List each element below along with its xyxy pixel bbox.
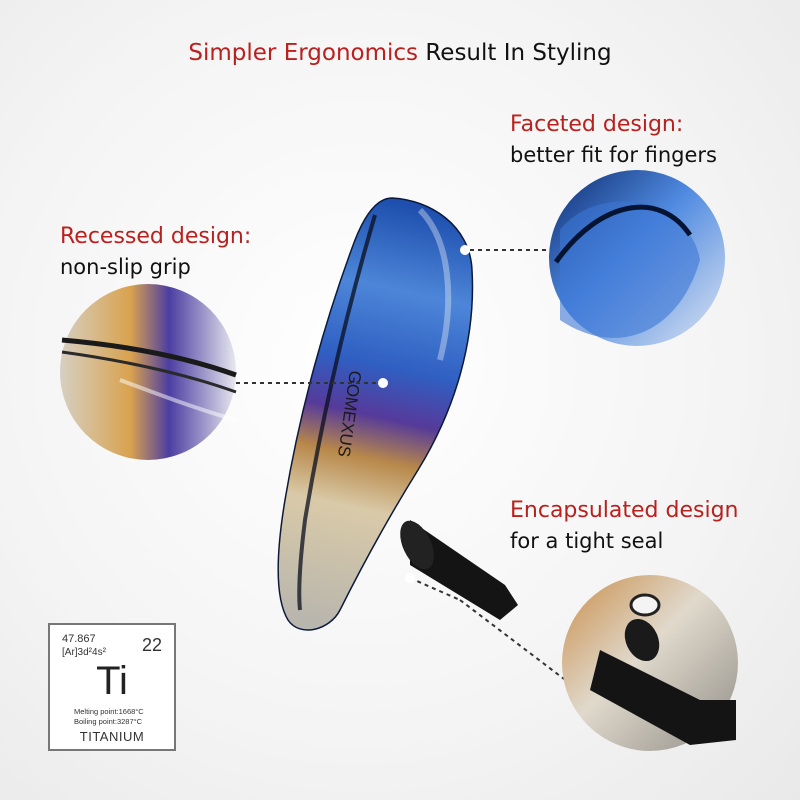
callout-recessed-sub: non-slip grip: [60, 255, 191, 279]
boiling-point: Boiling point:3287°C: [74, 717, 143, 726]
title-highlight: Simpler Ergonomics: [188, 40, 419, 66]
periodic-element-tile: 47.867 [Ar]3d²4s² 22 Ti Melting point:16…: [48, 623, 176, 751]
callout-faceted: Faceted design: better fit for fingers: [510, 110, 717, 170]
element-symbol: Ti: [96, 659, 128, 703]
callout-faceted-sub: better fit for fingers: [510, 143, 717, 167]
knob-body: [277, 197, 474, 631]
atomic-mass: 47.867: [62, 633, 96, 645]
detail-circle-faceted: [549, 170, 725, 346]
marker-dot-recessed: [378, 378, 388, 388]
detail-circle-encapsulated: [562, 575, 738, 751]
shaft: [410, 520, 518, 620]
element-name: TITANIUM: [79, 729, 145, 744]
melting-point: Melting point:1668°C: [74, 707, 144, 716]
callout-faceted-heading: Faceted design:: [510, 112, 684, 137]
title-rest: Result In Styling: [425, 40, 612, 66]
electron-config: [Ar]3d²4s²: [62, 647, 106, 658]
page-title: Simpler Ergonomics Result In Styling: [0, 40, 800, 66]
marker-dot-faceted: [460, 245, 470, 255]
marker-dot-encapsulated: [405, 573, 415, 583]
callout-encapsulated-sub: for a tight seal: [510, 529, 664, 553]
callout-encapsulated-heading: Encapsulated design: [510, 498, 739, 523]
detail-circle-recessed: [60, 284, 237, 460]
callout-recessed: Recessed design: non-slip grip: [60, 222, 251, 282]
atomic-number: 22: [141, 635, 162, 655]
callout-encapsulated: Encapsulated design for a tight seal: [510, 496, 739, 556]
callout-recessed-heading: Recessed design:: [60, 224, 252, 249]
